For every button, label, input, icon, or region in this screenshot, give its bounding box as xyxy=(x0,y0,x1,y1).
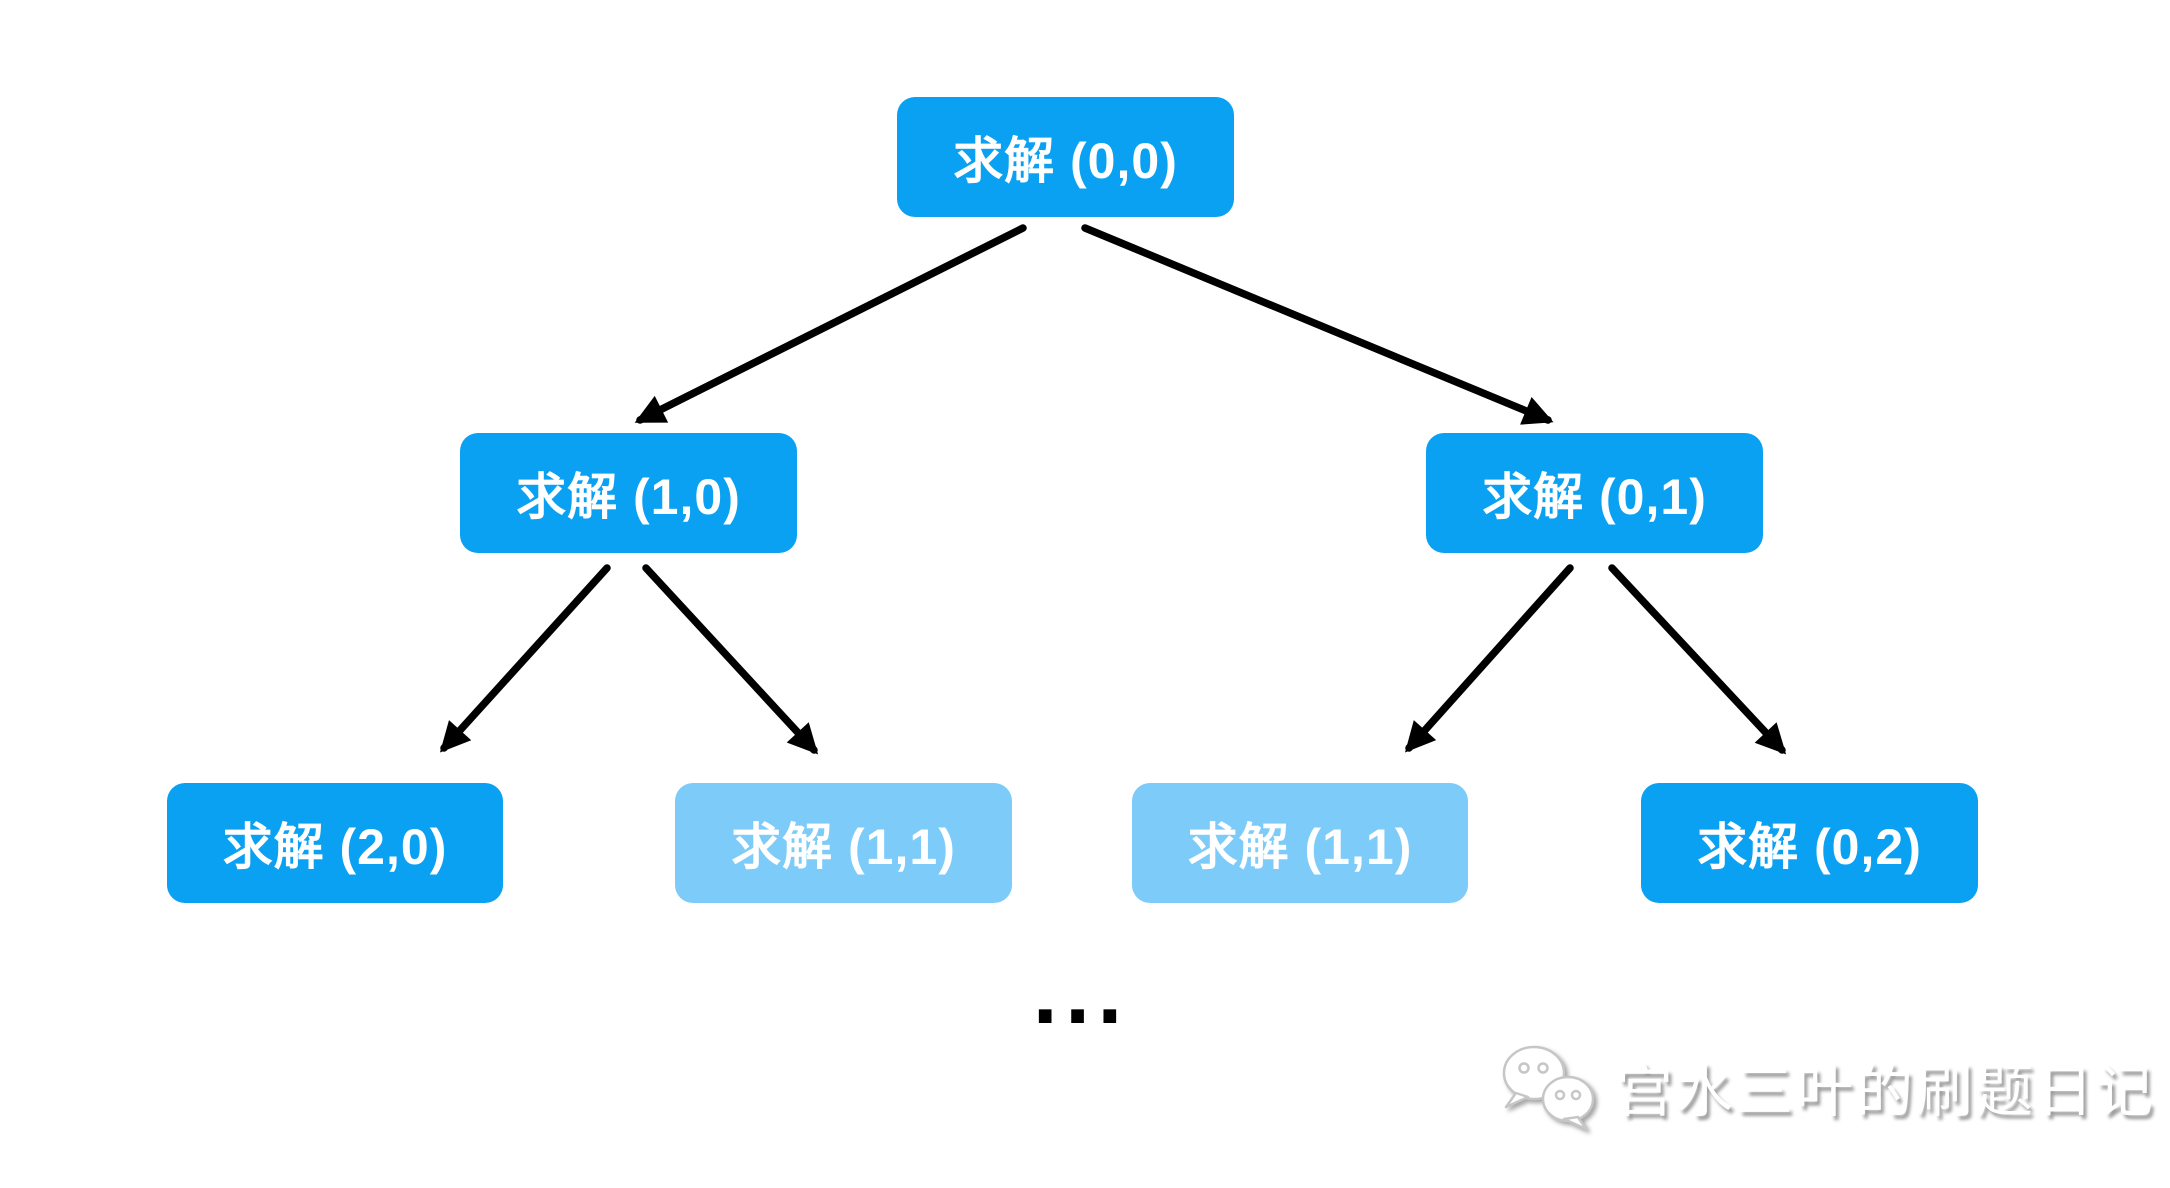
node-solve-0-2: 求解 (0,2) xyxy=(1641,783,1978,903)
continuation-ellipsis: ... xyxy=(1031,956,1129,1040)
node-solve-2-0: 求解 (2,0) xyxy=(167,783,503,903)
edge-solve-0-1-to-solve-0-2 xyxy=(1608,564,1787,755)
node-solve-1-0: 求解 (1,0) xyxy=(460,433,797,553)
watermark-text: 宫水三叶的刷题日记 xyxy=(1616,1060,2156,1124)
wechat-icon xyxy=(1502,1045,1595,1131)
node-solve-0-0: 求解 (0,0) xyxy=(897,97,1234,217)
edge-solve-0-0-to-solve-1-0 xyxy=(634,224,1027,424)
node-solve-1-1-left: 求解 (1,1) xyxy=(675,783,1012,903)
edge-solve-1-0-to-solve-2-0 xyxy=(439,564,611,753)
watermark: 宫水三叶的刷题日记 xyxy=(1498,1043,2156,1131)
edge-solve-0-1-to-solve-1-1-right xyxy=(1404,564,1574,753)
edge-solve-0-0-to-solve-0-1 xyxy=(1081,224,1554,425)
edge-solve-1-0-to-solve-1-1-left xyxy=(642,564,819,755)
node-solve-0-1: 求解 (0,1) xyxy=(1426,433,1763,553)
node-solve-1-1-right: 求解 (1,1) xyxy=(1132,783,1468,903)
